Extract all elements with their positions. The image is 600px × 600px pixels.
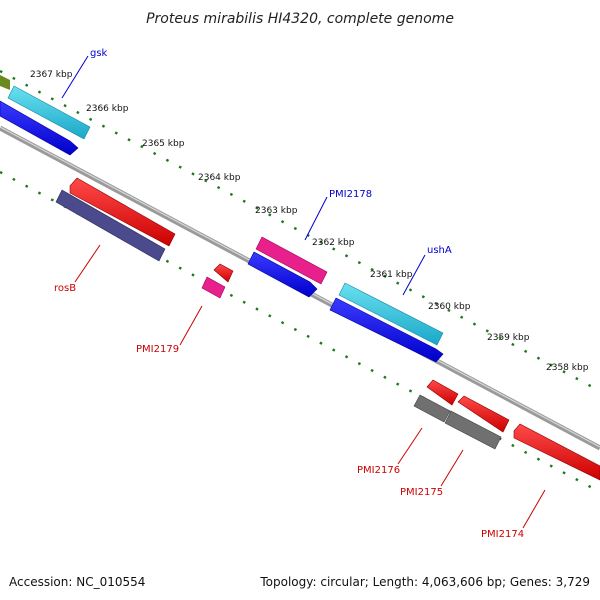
- gene-label-PMI2175[interactable]: PMI2175: [400, 487, 443, 498]
- feature-PMI2178-blue[interactable]: [247, 251, 318, 298]
- feature-rosB-purple[interactable]: [55, 189, 166, 262]
- gene-label-PMI2179[interactable]: PMI2179: [136, 344, 179, 355]
- ruler-label-2362: 2362 kbp: [312, 238, 355, 248]
- gene-label-PMI2178[interactable]: PMI2178: [329, 189, 372, 200]
- feature-PMI2175-red[interactable]: [457, 395, 510, 433]
- map-title: Proteus mirabilis HI4320, complete genom…: [146, 11, 454, 27]
- gene-label-gsk[interactable]: gsk: [90, 48, 108, 59]
- ruler-label-2360: 2360 kbp: [428, 302, 471, 312]
- gene-label-rosB[interactable]: rosB: [54, 283, 76, 294]
- gene-labels: gsk PMI2178 ushA rosB PMI2179 PMI2176 PM…: [54, 48, 524, 540]
- gene-label-ushA[interactable]: ushA: [427, 245, 452, 256]
- topology-summary: Topology: circular; Length: 4,063,606 bp…: [259, 575, 590, 589]
- ruler-label-2363: 2363 kbp: [255, 206, 298, 216]
- ruler-label-2364: 2364 kbp: [198, 173, 241, 183]
- feature-PMI2176-gray[interactable]: [413, 394, 451, 423]
- label-callouts: [61, 55, 546, 529]
- ruler-track-upper: [0, 69, 600, 393]
- ruler-label-2361: 2361 kbp: [370, 270, 413, 280]
- feature-ushA-cyan[interactable]: [338, 282, 444, 346]
- feature-ushA-blue[interactable]: [329, 297, 444, 363]
- feature-PMI2178-pink[interactable]: [255, 236, 328, 285]
- ruler-label-2366: 2366 kbp: [86, 104, 129, 114]
- forward-features: [0, 75, 444, 363]
- reverse-features: [55, 177, 600, 481]
- feature-PMI2179-pink[interactable]: [201, 276, 226, 299]
- feature-PMI2174-red[interactable]: [513, 423, 600, 481]
- accession-text: Accession: NC_010554: [9, 575, 145, 589]
- ruler-label-2365: 2365 kbp: [142, 139, 185, 149]
- ruler-label-2359: 2359 kbp: [487, 333, 530, 343]
- ruler-label-2358: 2358 kbp: [546, 363, 589, 373]
- ruler-labels: 2367 kbp 2366 kbp 2365 kbp 2364 kbp 2363…: [30, 70, 589, 373]
- feature-PMI2176-red[interactable]: [426, 379, 459, 406]
- gene-label-PMI2176[interactable]: PMI2176: [357, 465, 400, 476]
- feature-gsk-blue[interactable]: [0, 100, 79, 156]
- feature-PMI2179-red[interactable]: [213, 263, 234, 283]
- feature-olive[interactable]: [0, 75, 10, 90]
- feature-rosB-red[interactable]: [69, 177, 176, 247]
- ruler-label-2367: 2367 kbp: [30, 70, 73, 80]
- gene-label-PMI2174[interactable]: PMI2174: [481, 529, 524, 540]
- feature-gsk-cyan[interactable]: [7, 85, 91, 140]
- feature-PMI2175-gray[interactable]: [444, 410, 502, 450]
